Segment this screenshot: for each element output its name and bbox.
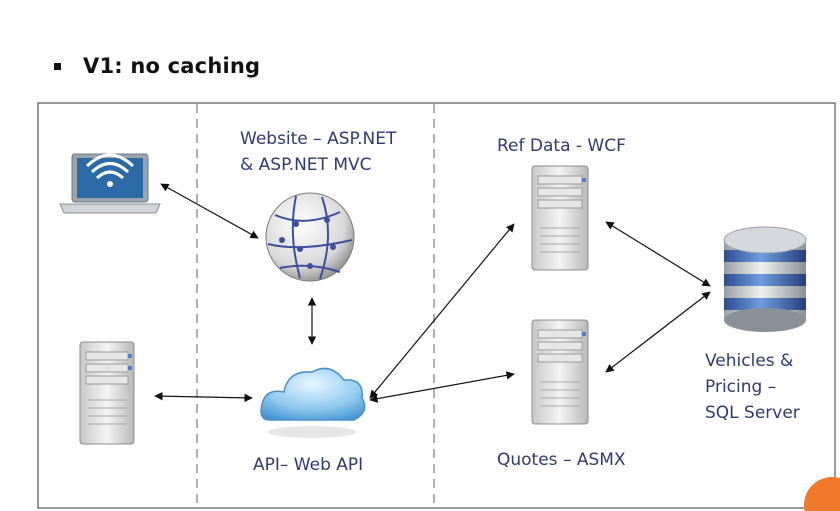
api-label: API– Web API (253, 455, 363, 475)
corner-logo-decoration (804, 477, 840, 511)
bullet-point: V1: no caching (54, 50, 260, 82)
slide-heading: V1: no caching (83, 54, 261, 78)
arrow-laptop-website (160, 183, 259, 239)
arrow-api-refdata (369, 223, 515, 399)
website-label-line1: Website – ASP.NET (240, 129, 397, 149)
arrow-api-quotes (369, 371, 515, 403)
sql-label-line2: Pricing – (705, 377, 776, 397)
laptop-wifi-icon (59, 153, 161, 214)
bullet-marker (54, 62, 61, 70)
client-server-icon (79, 341, 135, 445)
refdata-label: Ref Data - WCF (497, 136, 626, 156)
diagram-frame (37, 102, 836, 509)
arrow-quotes-db (605, 291, 711, 373)
arrow-refdata-db (605, 221, 711, 287)
quotes-server-icon (531, 319, 589, 425)
arrow-client-api (154, 391, 253, 403)
sql-label-line3: SQL Server (705, 403, 800, 423)
globe-network-icon (265, 192, 355, 282)
refdata-server-icon (531, 165, 589, 271)
database-icon (723, 226, 807, 332)
website-label-line2: & ASP.NET MVC (240, 155, 372, 175)
cloud-icon (260, 367, 366, 438)
quotes-label: Quotes – ASMX (497, 450, 626, 470)
sql-label-line1: Vehicles & (705, 351, 793, 371)
